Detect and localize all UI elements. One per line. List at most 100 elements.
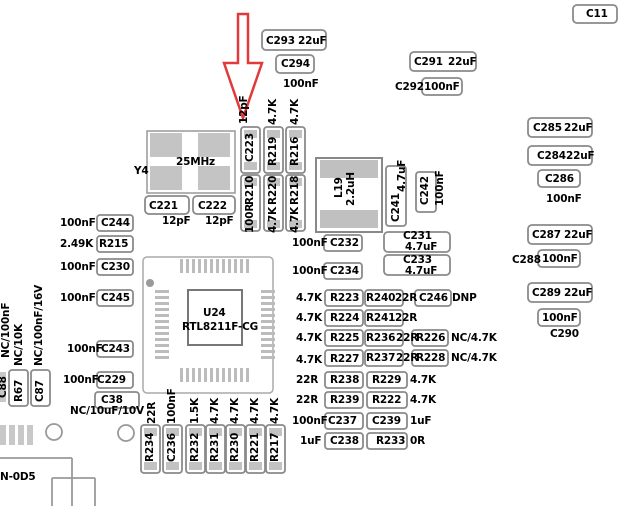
r224-label: R224: [330, 312, 360, 324]
r222-label: R222: [372, 394, 402, 406]
c244-label: C244: [101, 217, 130, 229]
c233-label: C233: [403, 254, 432, 266]
y4-label: Y4: [134, 165, 149, 177]
c233-value: 4.7uF: [405, 265, 438, 277]
c234-label: C234: [330, 265, 359, 277]
r219-label: R219: [267, 136, 279, 166]
y4-value: 25MHz: [176, 156, 215, 168]
r225-value: 4.7K: [296, 332, 322, 344]
y4-pad: [198, 166, 230, 190]
c284-label: C284: [537, 150, 566, 162]
r216-value: 4.7K: [289, 99, 301, 125]
c286-label: C286: [545, 173, 574, 185]
r220-label: R220: [267, 175, 279, 205]
u24-value: RTL8211F-CG: [182, 321, 259, 333]
c238-value: 1uF: [300, 435, 322, 447]
c231-value: 4.7uF: [405, 241, 438, 253]
u24-label: U24: [203, 307, 226, 319]
u24-pins-bottom: [180, 368, 249, 382]
c287-label: C287: [532, 229, 561, 241]
r232-value: 1.5K: [189, 398, 201, 424]
c88-label: C88: [0, 376, 9, 398]
r220-value: 4.7K: [267, 207, 279, 233]
c239-label: C239: [372, 415, 401, 427]
r238-label: R238: [330, 374, 360, 386]
c294-value: 100nF: [283, 78, 319, 90]
l19-outline: [315, 157, 383, 233]
r217-label: R217: [269, 432, 281, 462]
r234-value: 22R: [146, 401, 158, 424]
r226-value: NC/4.7K: [451, 332, 497, 344]
r217-value: 4.7K: [269, 398, 281, 424]
r215-label: R215: [99, 238, 129, 250]
c221-value: 12pF: [162, 215, 191, 227]
r224-value: 4.7K: [296, 312, 322, 324]
c223-value: 12pF: [238, 95, 250, 124]
u24-pin1-dot: [146, 279, 154, 287]
left-connector-features: [0, 423, 135, 506]
r67-label: R67: [13, 379, 25, 402]
c239-value: 1uF: [410, 415, 432, 427]
r221-label: R221: [249, 432, 261, 462]
r216-label: R216: [289, 136, 301, 166]
c230-label: C230: [101, 261, 130, 273]
l19-label: L19: [333, 177, 345, 198]
r223-label: R223: [330, 292, 360, 304]
c241-label: C241: [390, 193, 402, 222]
c287-value: 22uF: [564, 229, 593, 241]
r230-value: 4.7K: [229, 398, 241, 424]
r225-label: R225: [330, 332, 360, 344]
r237-value: 22R: [396, 352, 419, 364]
horizontal-part-outlines: [94, 4, 618, 450]
c87-value: NC/100nF/16V: [33, 284, 45, 366]
r218-value: 4.7K: [289, 207, 301, 233]
r228-value: NC/4.7K: [451, 352, 497, 364]
r241-label: R241: [366, 312, 396, 324]
y4-pad: [198, 133, 230, 157]
c289-value: 22uF: [564, 287, 593, 299]
l19-value: 2.2uH: [345, 172, 357, 206]
r229-value: 4.7K: [410, 374, 436, 386]
r230-label: R230: [229, 432, 241, 462]
c289-label: C289: [532, 287, 561, 299]
r232-label: R232: [189, 432, 201, 462]
c230-value: 100nF: [60, 261, 96, 273]
c38-label: C38: [101, 394, 123, 406]
c229-label: C229: [97, 374, 126, 386]
c237-label: C237: [328, 415, 357, 427]
r240-value: 22R: [395, 292, 418, 304]
c246-value: DNP: [452, 292, 477, 304]
c87-label: C87: [34, 380, 46, 402]
u24-body-outline: [142, 256, 274, 394]
c232-value: 100nF: [292, 237, 328, 249]
c288-label: C288: [512, 254, 541, 266]
u24-pins-left: [155, 290, 169, 359]
c246-label: C246: [419, 292, 448, 304]
u24-center-pad: [187, 289, 243, 346]
r229-label: R229: [372, 374, 402, 386]
c38-value: NC/10uF/10V: [70, 405, 144, 417]
c292-label: C292: [395, 81, 424, 93]
c222-label: C222: [198, 200, 227, 212]
r234-label: R234: [144, 432, 156, 462]
r227-value: 4.7K: [296, 354, 322, 366]
r210-value: 100R: [244, 203, 256, 233]
r222-value: 4.7K: [410, 394, 436, 406]
c291-value: 22uF: [448, 56, 477, 68]
c284-value: 22uF: [566, 150, 595, 162]
r239-label: R239: [330, 394, 360, 406]
y4-pad: [150, 166, 182, 190]
r219-value: 4.7K: [267, 99, 279, 125]
c223-label: C223: [244, 133, 256, 162]
c285-label: C285: [533, 122, 562, 134]
c222-value: 12pF: [205, 215, 234, 227]
c286-value: 100nF: [546, 193, 582, 205]
r226-label: R226: [416, 332, 446, 344]
c290-label: C290: [550, 328, 579, 340]
c236-label: C236: [166, 433, 178, 462]
c11-label: C11: [586, 8, 608, 20]
c229-value: 100nF: [63, 374, 99, 386]
r236-value: 22R: [396, 332, 419, 344]
r233-label: R233: [376, 435, 406, 447]
